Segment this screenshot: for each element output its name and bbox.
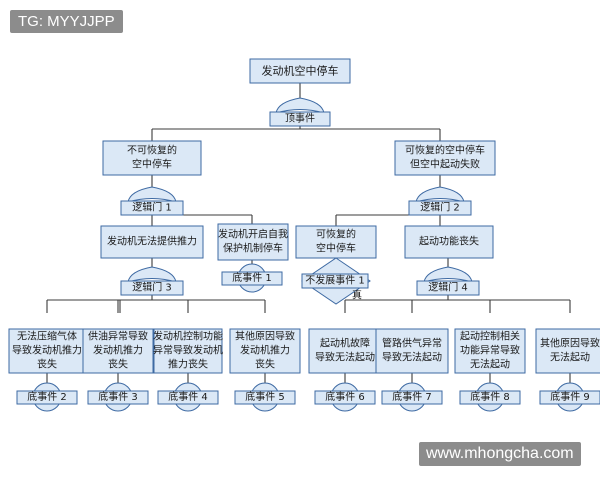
right-side-event-label: 空中停车 [316, 242, 356, 255]
logic-gate-1-label: 逻辑门 1 [132, 201, 172, 214]
leaf-event-8 [454, 328, 526, 374]
leaf-event-4-label: 推力丧失 [168, 358, 208, 371]
logic-gate-1 [120, 200, 184, 216]
logic-gate-3-label: 逻辑门 3 [132, 281, 172, 294]
leaf-event-9-label: 无法起动 [550, 351, 590, 364]
logic-gate-3-symbol [127, 266, 177, 283]
leaf-event-7-label: 导致无法起动 [382, 351, 442, 364]
leaf-event-6 [308, 328, 382, 374]
watermark-bottom: www.mhongcha.com [419, 442, 581, 466]
top-event [249, 58, 351, 84]
basic-event-1 [221, 271, 283, 286]
true-label: 真 [352, 289, 362, 302]
left-sub-event [100, 225, 204, 259]
leaf-event-2-label: 导致发动机推力 [12, 344, 82, 357]
logic-gate-4-symbol [423, 266, 473, 283]
right-event [394, 140, 496, 176]
leaf-event-3-label: 发动机推力 [93, 344, 143, 357]
basic-event-9-label: 底事件 9 [550, 390, 590, 403]
undeveloped-event-1-label: 不发展事件 1 [305, 274, 365, 287]
leaf-event-5-label: 发动机推力 [240, 344, 290, 357]
basic-event-6 [314, 390, 376, 405]
top-event-label: 发动机空中停车 [262, 64, 339, 78]
logic-gate-4-label: 逻辑门 4 [428, 281, 468, 294]
watermark-top: TG: MYYJJPP [10, 10, 123, 33]
basic-event-2-label: 底事件 2 [27, 390, 67, 403]
top-gate-label: 顶事件 [285, 112, 315, 125]
leaf-event-3-label: 丧失 [108, 358, 128, 371]
basic-event-8 [459, 390, 521, 405]
basic-event-3 [87, 390, 149, 405]
basic-event-8-label: 底事件 8 [470, 390, 510, 403]
leaf-event-4-label: 异常导致发动机 [153, 344, 223, 357]
leaf-event-2 [8, 328, 86, 374]
left-sub-event-label: 发动机无法提供推力 [107, 235, 197, 248]
top-gate-symbol [275, 97, 325, 114]
basic-event-1-label: 底事件 1 [232, 271, 272, 284]
logic-gate-1-symbol [127, 186, 177, 203]
logic-gate-4 [416, 280, 480, 296]
side-event-label: 保护机制停车 [223, 242, 283, 255]
basic-event-7 [381, 390, 443, 405]
side-event [217, 223, 289, 261]
left-event-label: 不可恢复的 [127, 144, 177, 157]
basic-event-4 [157, 390, 219, 405]
leaf-event-9-label: 其他原因导致 [540, 337, 600, 350]
leaf-event-4-label: 发动机控制功能 [153, 330, 223, 343]
leaf-event-2-label: 丧失 [37, 358, 57, 371]
logic-gate-2-symbol [415, 186, 465, 203]
right-sub-event [404, 225, 494, 259]
side-event-label: 发动机开启自我 [218, 228, 288, 241]
logic-gate-3 [120, 280, 184, 296]
leaf-event-2-label: 无法压缩气体 [17, 330, 77, 343]
basic-event-6-label: 底事件 6 [325, 390, 365, 403]
leaf-event-8-label: 无法起动 [470, 358, 510, 371]
basic-event-7-label: 底事件 7 [392, 390, 432, 403]
leaf-event-3 [82, 328, 154, 374]
right-sub-event-label: 起动功能丧失 [419, 235, 479, 248]
leaf-event-7-label: 管路供气异常 [382, 337, 442, 350]
leaf-event-7 [375, 328, 449, 374]
basic-event-9 [539, 390, 600, 405]
leaf-event-5-label: 其他原因导致 [235, 330, 295, 343]
leaf-event-6-label: 起动机故障 [320, 337, 370, 350]
right-event-label: 但空中起动失败 [410, 158, 480, 171]
basic-event-4-label: 底事件 4 [168, 390, 208, 403]
right-event-label: 可恢复的空中停车 [405, 144, 485, 157]
undeveloped-event-1 [301, 273, 369, 289]
leaf-event-8-label: 功能异常导致 [460, 344, 520, 357]
logic-gate-2-label: 逻辑门 2 [420, 201, 460, 214]
basic-event-2 [16, 390, 78, 405]
leaf-event-4 [153, 328, 223, 374]
right-side-event [295, 225, 377, 259]
leaf-event-5-label: 丧失 [255, 358, 275, 371]
leaf-event-5 [229, 328, 301, 374]
left-event-label: 空中停车 [132, 158, 172, 171]
leaf-event-9 [535, 328, 600, 374]
logic-gate-2 [408, 200, 472, 216]
left-event [102, 140, 202, 176]
right-side-event-label: 可恢复的 [316, 228, 356, 241]
leaf-event-6-label: 导致无法起动 [315, 351, 375, 364]
basic-event-5 [234, 390, 296, 405]
top-gate [269, 111, 331, 127]
basic-event-3-label: 底事件 3 [98, 390, 138, 403]
leaf-event-8-label: 起动控制相关 [460, 330, 520, 343]
leaf-event-3-label: 供油异常导致 [88, 330, 148, 343]
basic-event-5-label: 底事件 5 [245, 390, 285, 403]
